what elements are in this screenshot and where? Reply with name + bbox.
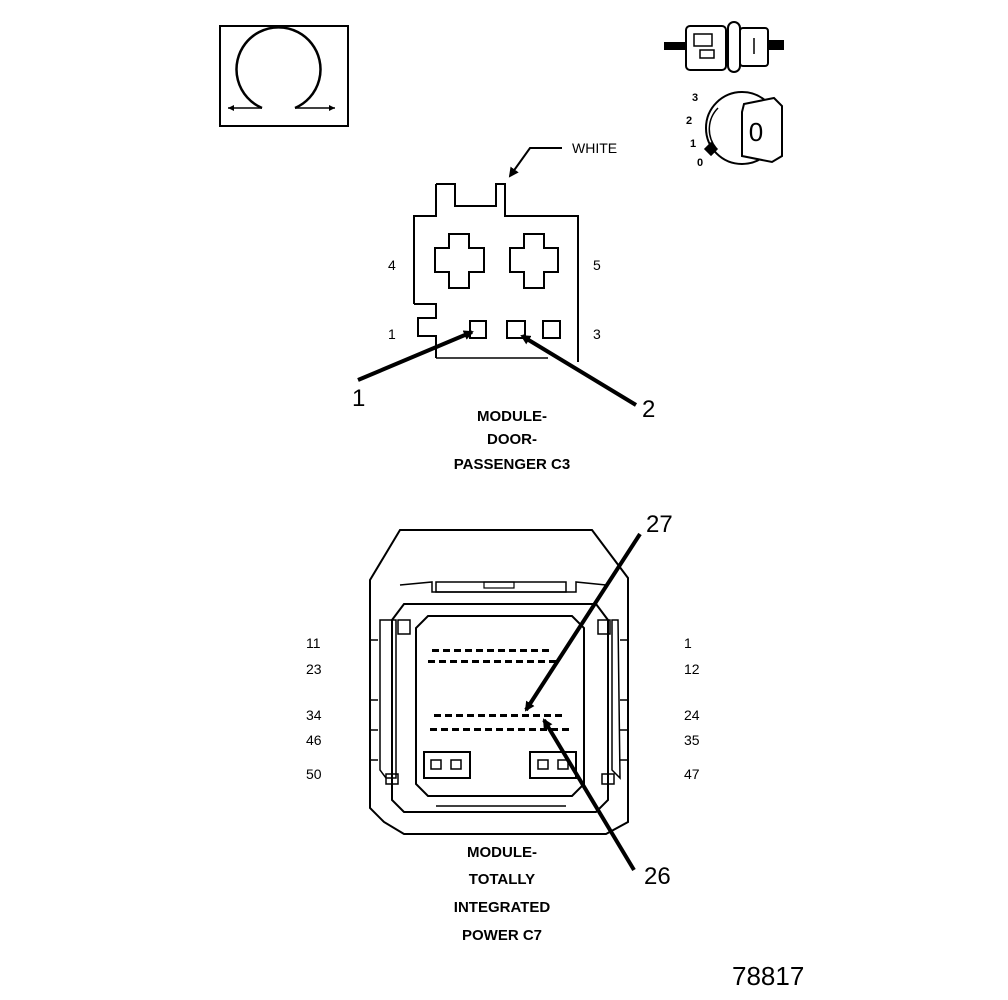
c7-right-pin-label-12: 12: [684, 661, 700, 677]
c7-pin-cavity: [450, 660, 457, 663]
c7-pin-cavity: [489, 714, 496, 717]
c3-pin-label-4: 4: [388, 257, 396, 273]
c7-pin-cavity: [529, 728, 536, 731]
c7-pin-cavity: [538, 660, 545, 663]
c3-callout-2: 2: [642, 396, 655, 423]
connector-c7: 11 23 34 46 50 1 12 24 35 47 27 26 MODUL…: [306, 511, 700, 944]
c7-pin-cavity: [522, 714, 529, 717]
c3-title-line-2: DOOR-: [487, 431, 537, 448]
c7-pin-cavity: [476, 649, 483, 652]
ignition-position-2: 2: [686, 115, 692, 127]
c7-pin-cavity: [498, 649, 505, 652]
c7-pin-cavity: [452, 728, 459, 731]
ignition-position-1: 1: [690, 138, 696, 150]
c7-callout-26: 26: [644, 863, 671, 890]
c7-pin-cavity: [445, 714, 452, 717]
c7-pin-cavity: [456, 714, 463, 717]
c7-pin-cavity: [555, 714, 562, 717]
c7-pin-cavity: [454, 649, 461, 652]
c7-pin-cavity: [516, 660, 523, 663]
c7-pin-cavity: [443, 649, 450, 652]
c7-pin-cavity: [500, 714, 507, 717]
key-letter: 0: [749, 117, 763, 147]
c7-right-pin-label-35: 35: [684, 732, 700, 748]
c7-pin-cavity: [478, 714, 485, 717]
c7-left-pin-label-11: 11: [306, 635, 321, 651]
c7-pin-cavity: [533, 714, 540, 717]
c7-pin-cavity: [549, 660, 556, 663]
c7-left-pin-label-46: 46: [306, 732, 322, 748]
c7-pin-cavity: [496, 728, 503, 731]
c7-pin-cavity: [428, 660, 435, 663]
c7-pin-cavity: [483, 660, 490, 663]
c3-pin-label-5: 5: [593, 257, 601, 273]
c7-pin-cavity: [463, 728, 470, 731]
c7-pin-cavity: [472, 660, 479, 663]
c7-pin-cavity: [461, 660, 468, 663]
ohm-symbol-icon: [219, 25, 349, 127]
c7-pin-cavity: [509, 649, 516, 652]
c7-pin-cavity: [507, 728, 514, 731]
c7-title-line-3: INTEGRATED: [454, 899, 551, 916]
ignition-key-icon: 0 3 2 1 0: [686, 91, 783, 169]
c7-pin-cavity: [562, 728, 569, 731]
c7-pin-cavity: [531, 649, 538, 652]
c7-pin-cavity: [520, 649, 527, 652]
figure-number: 78817: [732, 961, 804, 991]
c7-pin-cavity: [474, 728, 481, 731]
c7-pin-cavity: [432, 649, 439, 652]
c7-pin-cavity: [430, 728, 437, 731]
c7-left-pin-label-34: 34: [306, 707, 322, 723]
c7-left-pin-label-50: 50: [306, 766, 322, 782]
c7-pin-cavity: [518, 728, 525, 731]
c7-pin-cavity: [542, 649, 549, 652]
c7-title-line-1: MODULE-: [467, 844, 537, 861]
c7-pin-cavity: [441, 728, 448, 731]
c7-pin-cavity: [511, 714, 518, 717]
c7-right-pin-label-47: 47: [684, 766, 700, 782]
connector-c3: WHITE 4 5 1 3 1 2 MODULE- DOOR- PASSENGE…: [352, 140, 655, 473]
c7-pin-cavity: [544, 714, 551, 717]
c3-title-line-3: PASSENGER C3: [454, 456, 570, 473]
c7-pin-cavity: [527, 660, 534, 663]
c7-pin-cavity: [465, 649, 472, 652]
c7-pin-cavity: [494, 660, 501, 663]
inline-connector-icon: [664, 21, 784, 73]
c7-pin-cavity: [551, 728, 558, 731]
c7-pin-cavity: [439, 660, 446, 663]
c7-pin-cavity: [487, 649, 494, 652]
c7-pin-cavity: [505, 660, 512, 663]
connector-color-label: WHITE: [572, 140, 617, 156]
c7-title-line-4: POWER C7: [462, 927, 542, 944]
ignition-position-0: 0: [697, 157, 703, 169]
c7-pin-cavity: [467, 714, 474, 717]
c7-right-pin-label-24: 24: [684, 707, 700, 723]
c7-callout-27: 27: [646, 511, 673, 538]
c3-title-line-1: MODULE-: [477, 408, 547, 425]
ignition-position-3: 3: [692, 92, 698, 104]
c7-left-pin-label-23: 23: [306, 661, 322, 677]
c3-pin-label-1: 1: [388, 326, 396, 342]
c7-title-line-2: TOTALLY: [469, 871, 535, 888]
c7-pin-cavity: [485, 728, 492, 731]
c3-callout-1: 1: [352, 385, 365, 412]
c7-pin-cavity: [434, 714, 441, 717]
c7-pin-cavity: [540, 728, 547, 731]
c3-pin-label-3: 3: [593, 326, 601, 342]
c7-right-pin-label-1: 1: [684, 635, 692, 651]
